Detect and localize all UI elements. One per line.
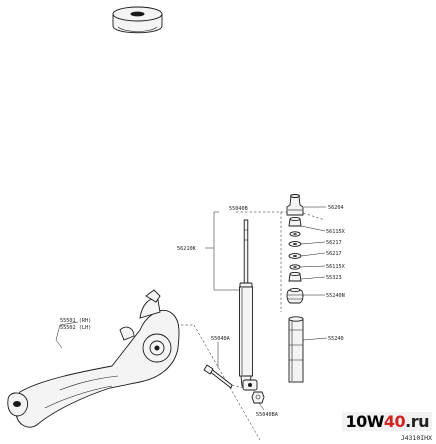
label-55502-lh: 55502 (LH)	[60, 325, 91, 331]
leader-lines	[55, 206, 328, 411]
dust-boot-part	[288, 316, 304, 383]
watermark-part-3: .ru	[405, 412, 429, 431]
shock-absorber-part	[239, 219, 258, 391]
lower-nut-part	[251, 391, 265, 404]
watermark-part-1: 10W	[345, 412, 384, 431]
label-56115x-lower: 56115X	[326, 264, 346, 270]
bump-stop-part	[286, 287, 304, 304]
label-55323: 55323	[326, 275, 342, 281]
label-56217-upper: 56217	[326, 240, 342, 246]
label-56217-lower: 56217	[326, 251, 342, 257]
watermark-part-2: 40	[383, 412, 406, 431]
label-56204: 56204	[328, 205, 344, 211]
figure-code: J4310IHX	[400, 434, 432, 442]
lower-bolt-part	[203, 364, 233, 389]
mount-washer-stack	[288, 216, 302, 282]
label-56115x-upper: 56115X	[326, 229, 346, 235]
bound-bumper-part	[286, 194, 304, 216]
label-56210k: 56210K	[177, 246, 197, 252]
label-55040a: 55040A	[211, 336, 231, 342]
label-55240: 55240	[328, 336, 344, 342]
label-55501-rh: 55501 (RH)	[60, 318, 91, 324]
label-55240n: 55240N	[326, 293, 345, 299]
site-watermark-logo: 10W40.ru	[342, 412, 432, 431]
rubber-bushing-part	[112, 6, 163, 34]
label-55040ba: 55040BA	[256, 412, 279, 418]
label-55040b: 55040B	[229, 206, 248, 212]
rear-knuckle-part	[7, 289, 180, 428]
